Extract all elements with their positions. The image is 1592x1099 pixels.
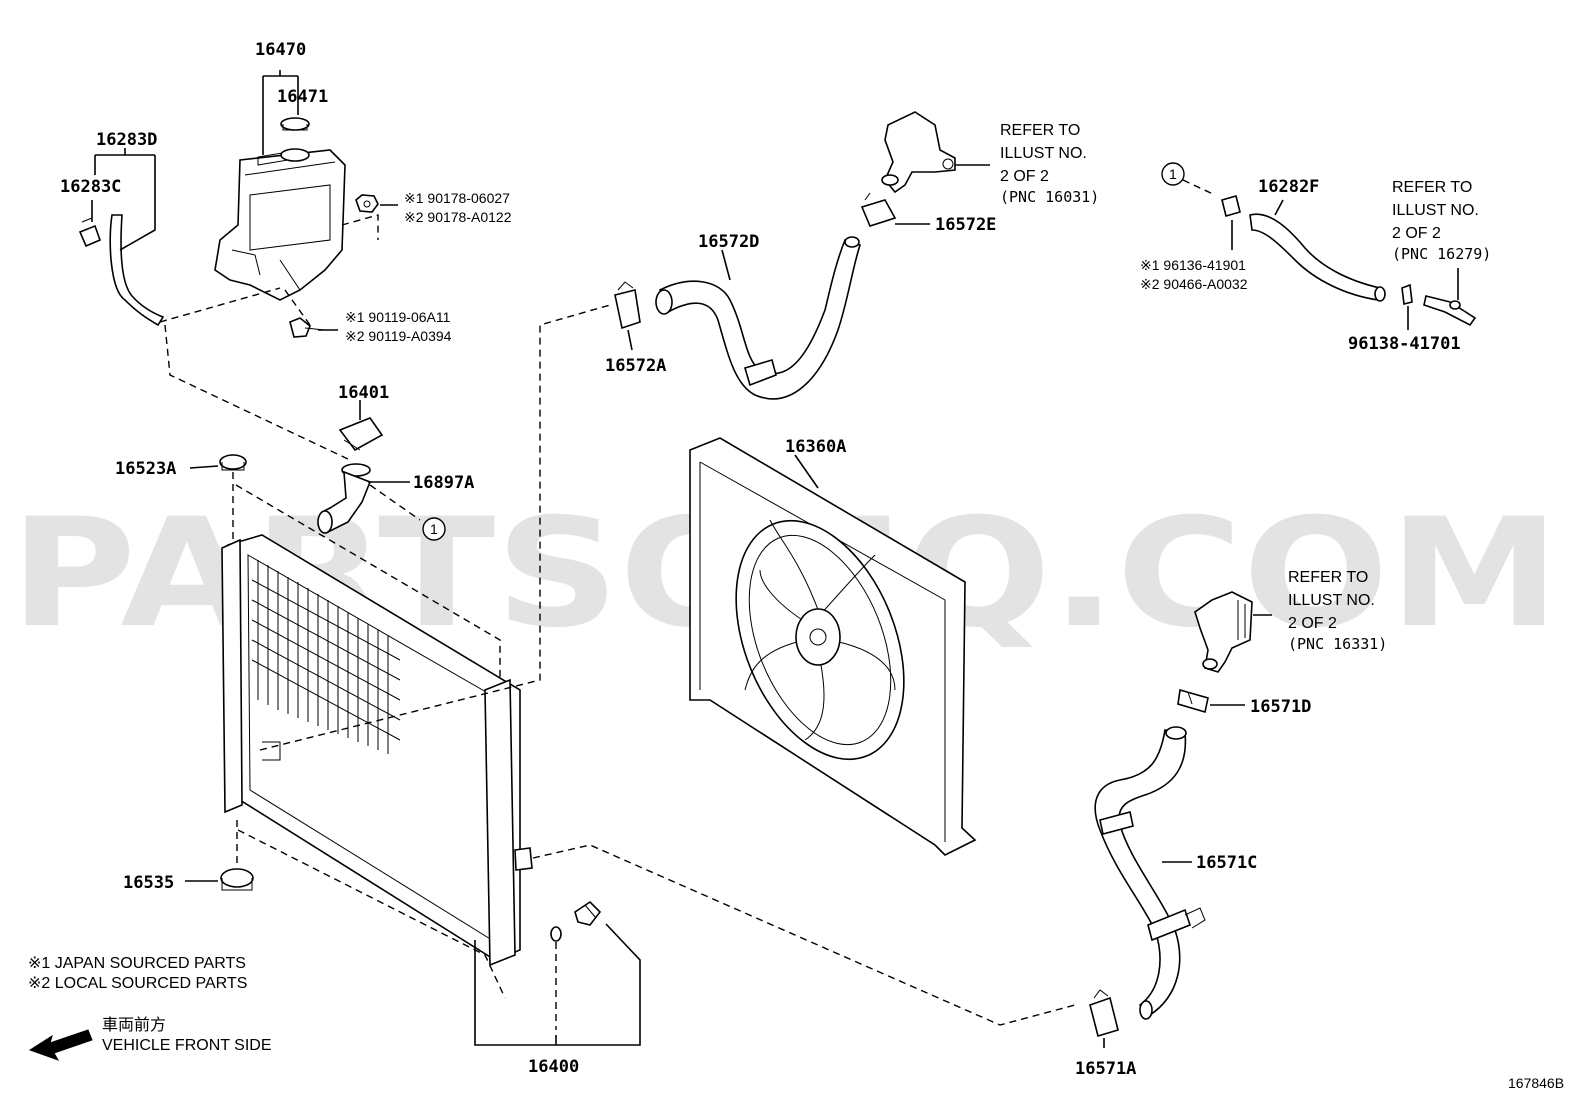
radiator-lower-hose[interactable]	[1094, 726, 1206, 1020]
alt-part-90119-06A11: ※1 90119-06A11	[345, 309, 451, 325]
lower-hose-clamp-16571A[interactable]	[1089, 989, 1119, 1038]
vehicle-front-label-en: VEHICLE FRONT SIDE	[102, 1037, 272, 1054]
refer-note-16331-line3: 2 OF 2	[1288, 615, 1337, 632]
svg-text:1: 1	[430, 521, 438, 537]
refer-note-16279-line2: ILLUST NO.	[1392, 202, 1479, 219]
fan-shroud-assembly[interactable]	[689, 437, 977, 856]
refer-note-16331-line1: REFER TO	[1288, 569, 1368, 586]
part-label-16572E: 16572E	[935, 215, 996, 235]
part-label-96138-41701: 96138-41701	[1348, 334, 1461, 354]
upper-hose-clamp-16572A[interactable]	[614, 281, 641, 330]
water-inlet[interactable]	[1194, 591, 1253, 673]
refer-note-16331-line4[interactable]: (PNC 16331)	[1288, 635, 1387, 653]
water-outlet[interactable]	[881, 111, 956, 194]
refer-note-16031-line3: 2 OF 2	[1000, 168, 1049, 185]
reservoir-tank[interactable]	[214, 148, 346, 301]
legend-japan-sourced: ※1 JAPAN SOURCED PARTS	[28, 955, 246, 972]
part-label-16571D: 16571D	[1250, 697, 1311, 717]
part-label-16571A: 16571A	[1075, 1059, 1136, 1079]
part-label-16897A: 16897A	[413, 473, 474, 493]
part-label-16400: 16400	[528, 1057, 579, 1077]
part-label-16470: 16470	[255, 40, 306, 60]
reservoir-cap[interactable]	[280, 117, 310, 131]
refer-note-16031-line1: REFER TO	[1000, 122, 1080, 139]
radiator-lower-support[interactable]	[220, 868, 254, 891]
vehicle-front-arrow-icon	[28, 1029, 93, 1061]
hose-clamp-mid[interactable]	[744, 358, 777, 387]
part-label-16283D: 16283D	[96, 130, 157, 150]
part-label-16523A: 16523A	[115, 459, 176, 479]
refer-note-16031-line2: ILLUST NO.	[1000, 145, 1087, 162]
upper-hose-clamp-16572E[interactable]	[860, 192, 897, 227]
reference-marker-1-bypass: 1	[1161, 162, 1185, 186]
part-label-16471: 16471	[277, 87, 328, 107]
alt-part-96136-41901: ※1 96136-41901	[1140, 257, 1246, 273]
refer-note-16331-line2: ILLUST NO.	[1288, 592, 1375, 609]
part-label-16283C: 16283C	[60, 177, 121, 197]
legend-local-sourced: ※2 LOCAL SOURCED PARTS	[28, 975, 247, 992]
radiator-core[interactable]	[221, 534, 533, 967]
alt-part-90466-A0032: ※2 90466-A0032	[1140, 276, 1248, 292]
part-label-16571C: 16571C	[1196, 853, 1257, 873]
bypass-pipe[interactable]	[1423, 295, 1477, 327]
drain-o-ring[interactable]	[550, 926, 562, 942]
part-label-16535: 16535	[123, 873, 174, 893]
reference-marker-1-radiator: 1	[422, 517, 446, 541]
reservoir-hose[interactable]	[109, 214, 165, 327]
part-label-16282F: 16282F	[1258, 177, 1319, 197]
reservoir-nut[interactable]	[355, 194, 379, 213]
part-label-16572D: 16572D	[698, 232, 759, 252]
refer-note-16279-line4[interactable]: (PNC 16279)	[1392, 245, 1491, 263]
refer-note-16279-line1: REFER TO	[1392, 179, 1472, 196]
alt-part-90178-06027: ※1 90178-06027	[404, 190, 510, 206]
hose-clamp-16283C[interactable]	[78, 217, 102, 248]
bypass-hose-clamp[interactable]	[1221, 195, 1241, 217]
refer-note-16031-line4[interactable]: (PNC 16031)	[1000, 188, 1099, 206]
radiator-upper-support[interactable]	[219, 454, 247, 471]
radiator-filler-neck[interactable]	[317, 463, 372, 534]
figure-code: 167846B	[1508, 1075, 1564, 1091]
lower-hose-clamp-16571D[interactable]	[1177, 688, 1209, 714]
part-label-16360A: 16360A	[785, 437, 846, 457]
radiator-cap[interactable]	[338, 417, 384, 452]
bypass-hose[interactable]	[1249, 213, 1386, 302]
svg-text:1: 1	[1169, 166, 1177, 182]
alt-part-90178-A0122: ※2 90178-A0122	[404, 209, 512, 225]
refer-note-16279-line3: 2 OF 2	[1392, 225, 1441, 242]
alt-part-90119-A0394: ※2 90119-A0394	[345, 328, 452, 344]
bypass-clip[interactable]	[1401, 283, 1413, 305]
part-label-16572A: 16572A	[605, 356, 666, 376]
part-label-16401: 16401	[338, 383, 389, 403]
radiator-upper-hose[interactable]	[655, 236, 862, 400]
vehicle-front-label-jp: 車両前方	[102, 1016, 166, 1034]
drain-plug[interactable]	[574, 900, 602, 926]
